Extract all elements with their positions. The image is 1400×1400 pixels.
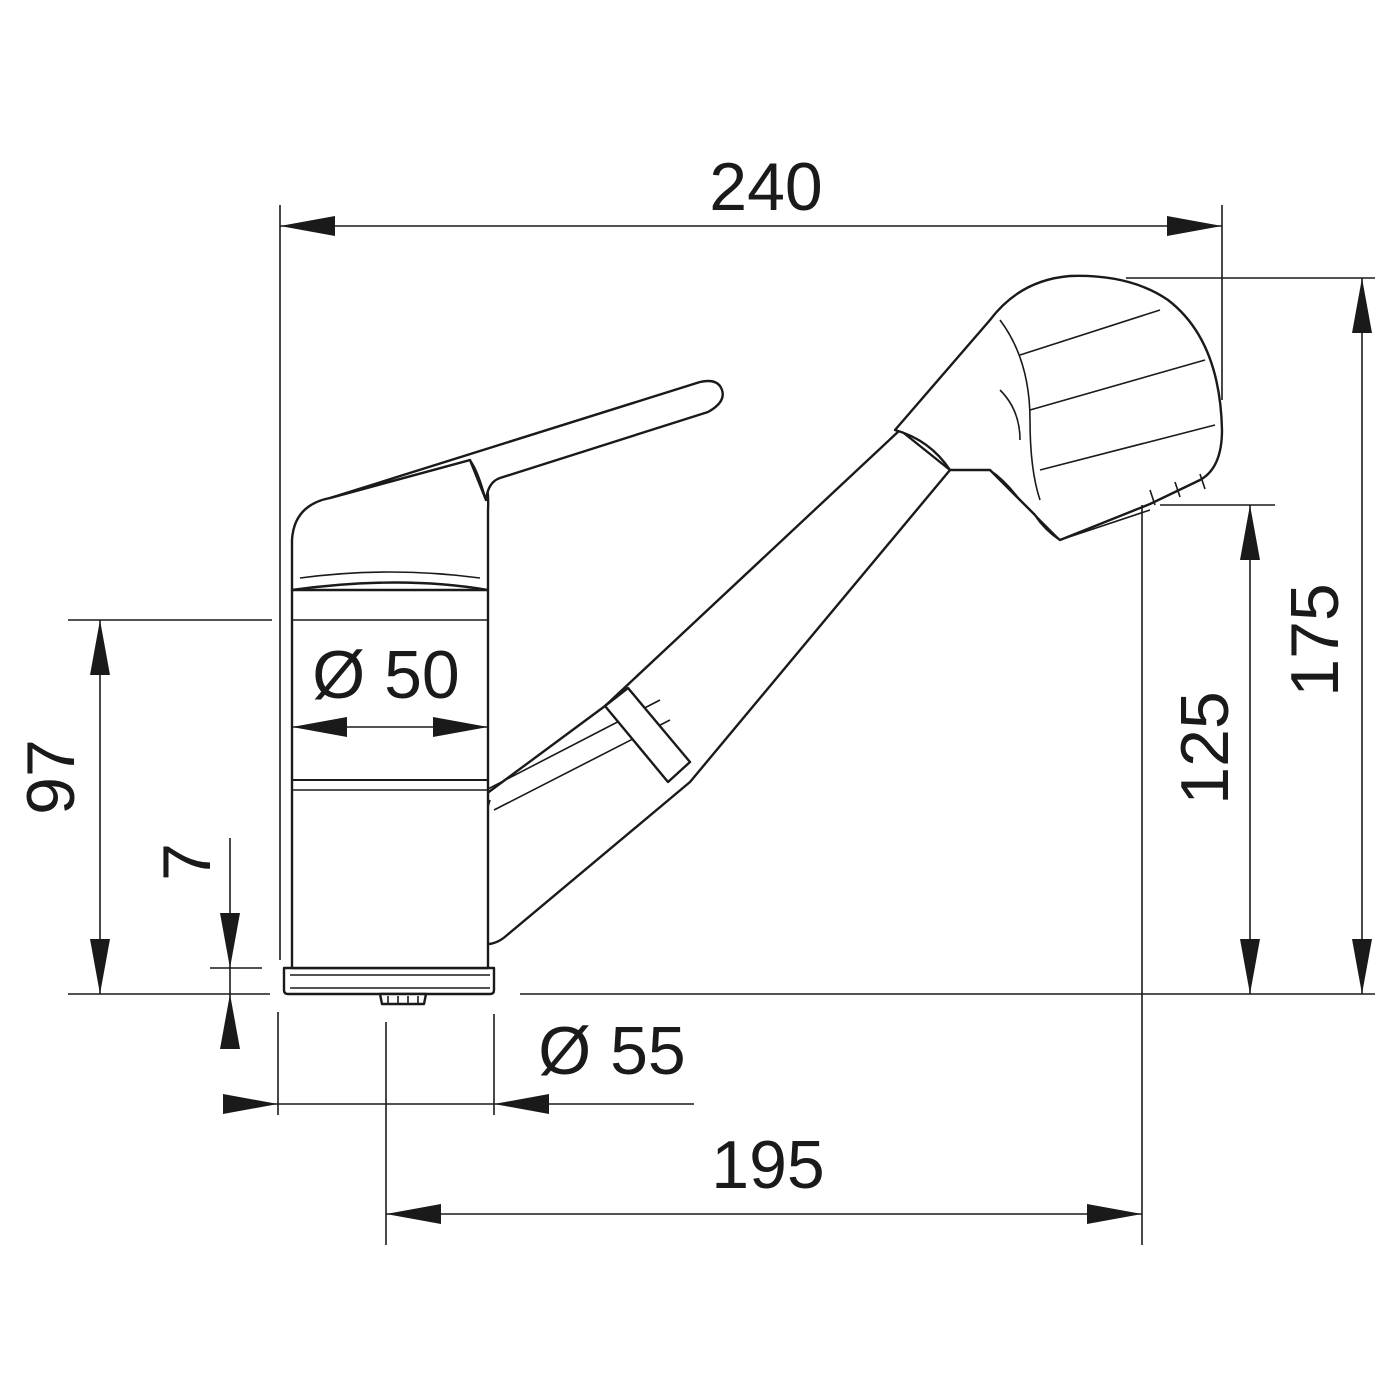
base-plate — [282, 966, 496, 996]
label-base-diameter: Ø 55 — [538, 1013, 685, 1089]
arrow-175-bottom — [1352, 939, 1372, 994]
spout — [463, 428, 952, 946]
extension-lines — [68, 205, 1375, 1245]
label-overall-width: 240 — [709, 149, 822, 225]
label-lever-body-diameter: Ø 50 — [312, 637, 459, 713]
faucet-outline — [282, 274, 1224, 1006]
lever-handle — [328, 379, 724, 502]
arrow-7-bottom — [220, 994, 240, 1049]
label-base-to-spout-reach: 195 — [711, 1127, 824, 1203]
arrow-125-bottom — [1240, 939, 1260, 994]
label-overall-height: 175 — [1277, 583, 1353, 696]
arrow-d55-right — [494, 1094, 549, 1114]
arrow-97-bottom — [90, 939, 110, 994]
arrow-d55-left — [223, 1094, 278, 1114]
dimension-lines — [90, 216, 1372, 1224]
spray-head — [893, 274, 1224, 542]
arrow-195-right — [1087, 1204, 1142, 1224]
arrow-240-right — [1167, 216, 1222, 236]
label-body-height: 97 — [13, 739, 89, 815]
dimension-labels: 240 195 Ø 50 Ø 55 97 7 125 175 — [13, 149, 1353, 1203]
spout-ring — [603, 686, 692, 784]
lever-cap — [290, 458, 490, 592]
arrow-195-left — [386, 1204, 441, 1224]
arrow-240-left — [280, 216, 335, 236]
arrow-7-top — [220, 913, 240, 968]
label-base-plate-thickness: 7 — [149, 843, 225, 881]
arrow-97-top — [90, 620, 110, 675]
arrow-d50-right — [433, 717, 488, 737]
arrow-175-top — [1352, 278, 1372, 333]
arrow-d50-left — [292, 717, 347, 737]
label-spout-outlet-height: 125 — [1167, 691, 1243, 804]
aerator — [378, 992, 428, 1006]
arrow-125-top — [1240, 505, 1260, 560]
